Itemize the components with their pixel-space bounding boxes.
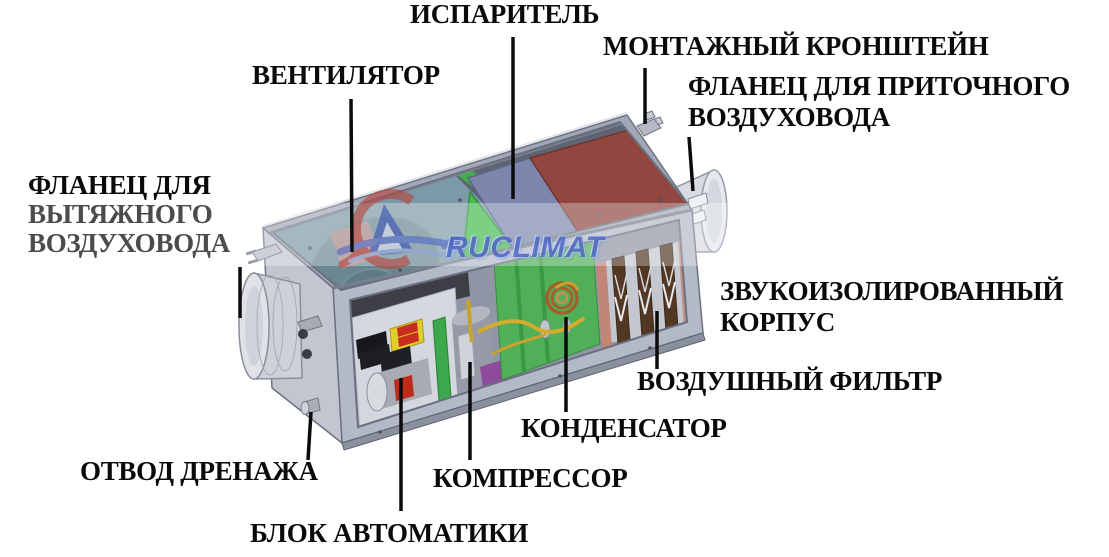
label-line: КОРПУС [720,307,835,337]
drain-stub [300,397,321,415]
label-air-filter: ВОЗДУШНЫЙ ФИЛЬТР [637,366,943,396]
label-evaporator: ИСПАРИТЕЛЬ [410,0,600,29]
label-line: ФЛАНЕЦ ДЛЯ [28,170,211,200]
label-exhaust-flange: ФЛАНЕЦ ДЛЯ ВЫТЯЖНОГО ВОЗДУХОВОДА [28,171,230,258]
automation-unit [351,287,463,427]
leader-drain [306,411,313,461]
label-line: ВЫТЯЖНОГО [28,199,213,229]
label-compressor: КОМПРЕССОР [433,463,628,493]
case-clamps [297,315,323,359]
watermark-text: RUCLIMAT [446,231,605,264]
purple-module [480,360,505,388]
green-rail [456,310,476,424]
label-drain: ОТВОД ДРЕНАЖА [80,456,318,486]
label-supply-flange: ФЛАНЕЦ ДЛЯ ПРИТОЧНОГО ВОЗДУХОВОДА [688,71,1070,133]
refrigerant-pipes [466,281,586,356]
copper-coil [545,281,579,315]
label-automation-unit: БЛОК АВТОМАТИКИ [250,518,529,548]
yellow-beam [501,322,551,358]
label-fan: ВЕНТИЛЯТОР [252,60,440,90]
exhaust-flange [238,272,303,380]
label-condenser: КОНДЕНСАТОР [521,413,727,443]
label-line: ФЛАНЕЦ ДЛЯ ПРИТОЧНОГО [688,71,1070,101]
mounting-bracket [636,110,664,137]
label-line: ЗВУКОИЗОЛИРОВАННЫЙ [720,276,1064,306]
label-line: ВОЗДУХОВОДА [688,102,890,132]
label-line: ВОЗДУХОВОДА [28,228,230,258]
green-rail [432,316,454,427]
compressor-part [451,306,496,404]
label-mounting-bracket: МОНТАЖНЫЙ КРОНШТЕЙН [603,31,989,61]
leader-supply-flange [687,136,695,192]
soundproof-case [261,112,706,451]
label-soundproof-case: ЗВУКОИЗОЛИРОВАННЫЙ КОРПУС [720,276,1063,338]
case-frame [269,120,693,429]
